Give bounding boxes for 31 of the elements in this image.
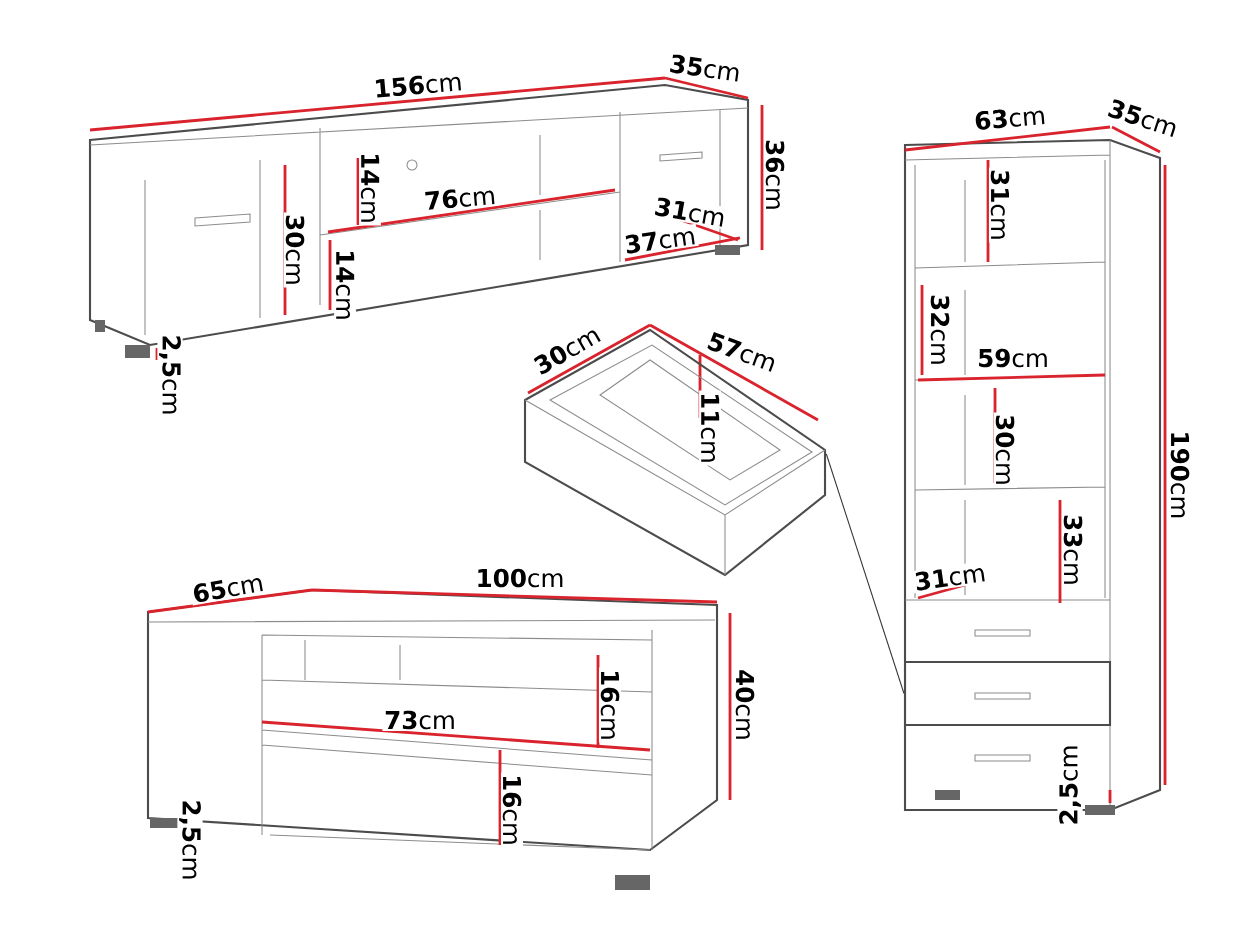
dimension-label: 35cm: [666, 51, 744, 85]
dimension-label: 14cm: [359, 150, 381, 226]
dimension-label: 30cm: [283, 212, 307, 288]
dimension-label: 76cm: [421, 183, 499, 213]
dimension-label: 35cm: [1103, 95, 1183, 141]
dimension-label: 156cm: [371, 69, 465, 100]
dimension-label: 190cm: [1168, 428, 1192, 522]
dimension-label: 65cm: [189, 570, 267, 606]
dimension-label: 16cm: [500, 772, 524, 848]
leader-line: [825, 453, 905, 695]
dimension-label: 30cm: [528, 321, 606, 379]
dimension-label: 100cm: [473, 566, 567, 590]
dimension-label: 36cm: [763, 137, 787, 213]
dimension-label: 14cm: [334, 247, 356, 323]
dimension-label: 16cm: [598, 667, 622, 743]
dimension-label: 32cm: [928, 292, 952, 368]
dimension-label: 11cm: [699, 390, 721, 466]
dimension-label: 59cm: [975, 346, 1051, 370]
drawer-front: [903, 660, 1112, 727]
dimension-label: 33cm: [1061, 512, 1085, 588]
dimension-label: 40cm: [733, 667, 757, 743]
dimension-label: 63cm: [971, 103, 1049, 133]
dimension-label: 37cm: [621, 223, 699, 257]
dimension-label: 30cm: [993, 412, 1017, 488]
dimension-label: 2,5cm: [177, 797, 203, 883]
dimension-label: 2,5cm: [1057, 742, 1083, 828]
dimension-label: 31cm: [651, 194, 729, 230]
dimension-label: 73cm: [382, 708, 458, 732]
dimension-label: 31cm: [911, 560, 989, 594]
dimension-label: 31cm: [988, 167, 1012, 243]
dimension-label: 2,5cm: [157, 332, 183, 418]
